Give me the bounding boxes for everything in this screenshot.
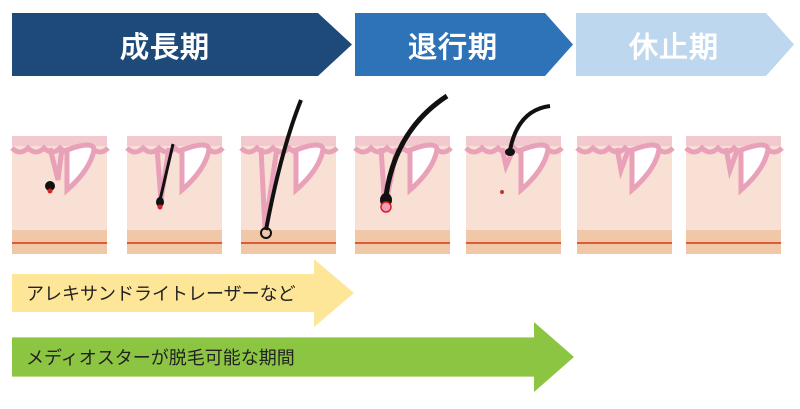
skin-section-anagen-growing [125, 136, 225, 254]
sebaceous-gland [738, 142, 771, 196]
hair-bulb [260, 227, 272, 239]
follicle [258, 147, 280, 231]
follicle [614, 147, 632, 180]
skin-section-anagen-full [239, 99, 339, 254]
phase-catagen-banner: 退行期 [355, 13, 573, 76]
dermal-papilla [380, 201, 392, 213]
hair-shaft [158, 143, 175, 201]
hair-bulb [505, 148, 515, 156]
sebaceous-gland [407, 142, 440, 196]
skin-section-telogen-empty [575, 136, 675, 254]
laser-treatable-range-arrow: アレキサンドライトレーザーなど [12, 259, 354, 327]
hair-shaft [264, 99, 303, 231]
mediostar-treatable-range-arrow: メディオスターが脱毛可能な期間 [12, 322, 574, 392]
mediostar-treatable-range-label: メディオスターが脱毛可能な期間 [26, 348, 295, 369]
sebaceous-gland [179, 142, 212, 196]
hair-shaft [508, 104, 551, 151]
skin-section-catagen [353, 93, 453, 254]
hair-bulb [156, 197, 164, 207]
sebaceous-gland [293, 142, 326, 196]
follicle [47, 147, 65, 181]
epidermis [577, 136, 672, 146]
sebaceous-gland [518, 142, 551, 196]
epidermis [686, 136, 781, 146]
skin-section-telogen-rest [684, 136, 784, 254]
sebaceous-gland [64, 142, 97, 196]
epidermis [12, 136, 107, 146]
dermal-papilla [157, 204, 163, 210]
skin-section-anagen-early [10, 136, 110, 254]
hair-shaft [383, 93, 449, 197]
hair-cycle-illustration [10, 93, 784, 254]
sebaceous-gland [629, 142, 662, 196]
phase-anagen-banner: 成長期 [12, 13, 352, 76]
skin-section-telogen-shedding [464, 104, 564, 254]
laser-treatable-range-label: アレキサンドライトレーザーなど [26, 284, 296, 305]
phase-telogen-banner: 休止期 [576, 13, 794, 76]
follicle [723, 147, 741, 180]
hair-bulb [45, 181, 55, 191]
dermal-papilla [47, 188, 53, 194]
dermal-papilla [500, 190, 504, 194]
epidermis [127, 136, 222, 146]
